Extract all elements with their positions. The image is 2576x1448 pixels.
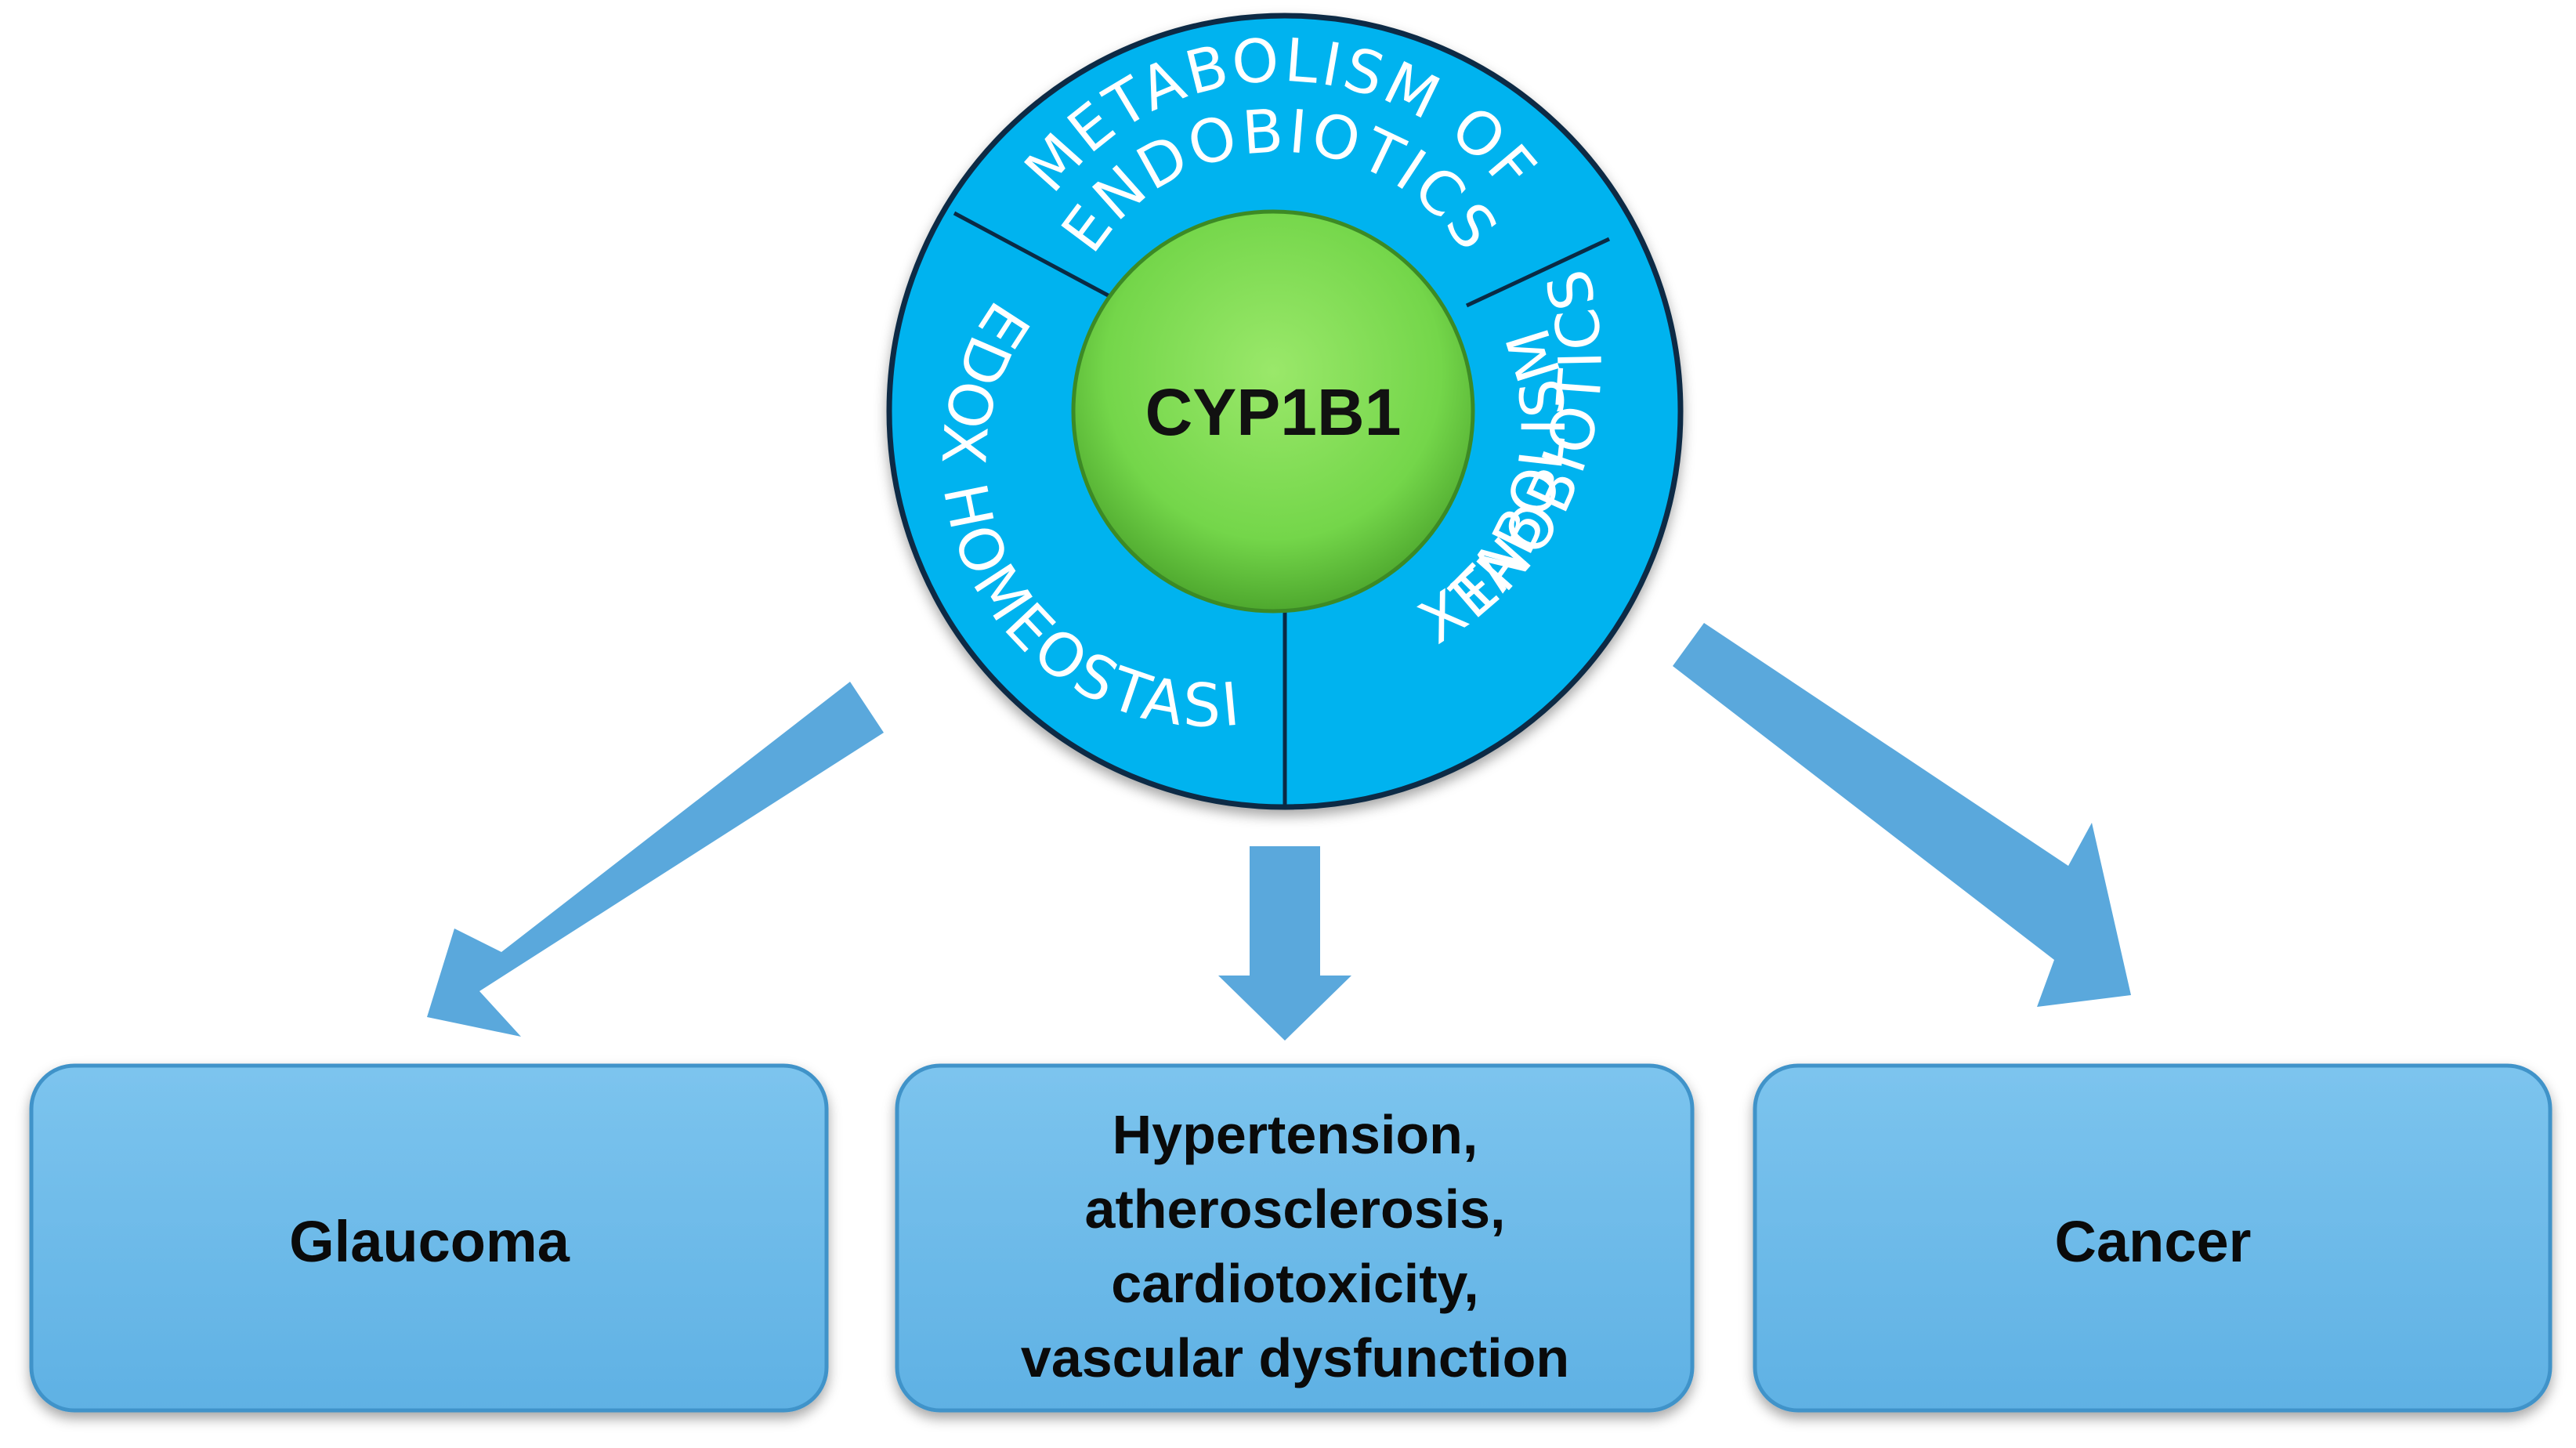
outcome-label-cardiovascular-line1: Hypertension,: [1113, 1104, 1478, 1165]
outcome-label-cardiovascular-line2: atherosclerosis,: [1085, 1178, 1506, 1240]
outcome-box-glaucoma: [29, 1063, 829, 1413]
center-node: CYP1B1: [1071, 209, 1475, 614]
ring-divider-right: [1465, 237, 1611, 308]
outcome-label-cardiovascular-line3: cardiotoxicity,: [1111, 1253, 1478, 1314]
arrow-right: [1673, 623, 2131, 1007]
ring-divider-left: [953, 211, 1114, 300]
center-label: CYP1B1: [1145, 375, 1402, 449]
arrow-center: [1218, 846, 1351, 1041]
outcome-box-cancer: [1753, 1063, 2552, 1413]
outcome-label-cardiovascular-line4: vascular dysfunction: [1021, 1327, 1569, 1388]
outcome-box-cardiovascular: [895, 1063, 1695, 1413]
outcome-label-glaucoma: Glaucoma: [289, 1209, 570, 1274]
outcome-label-cancer: Cancer: [2055, 1209, 2252, 1274]
arrow-left: [427, 682, 884, 1037]
